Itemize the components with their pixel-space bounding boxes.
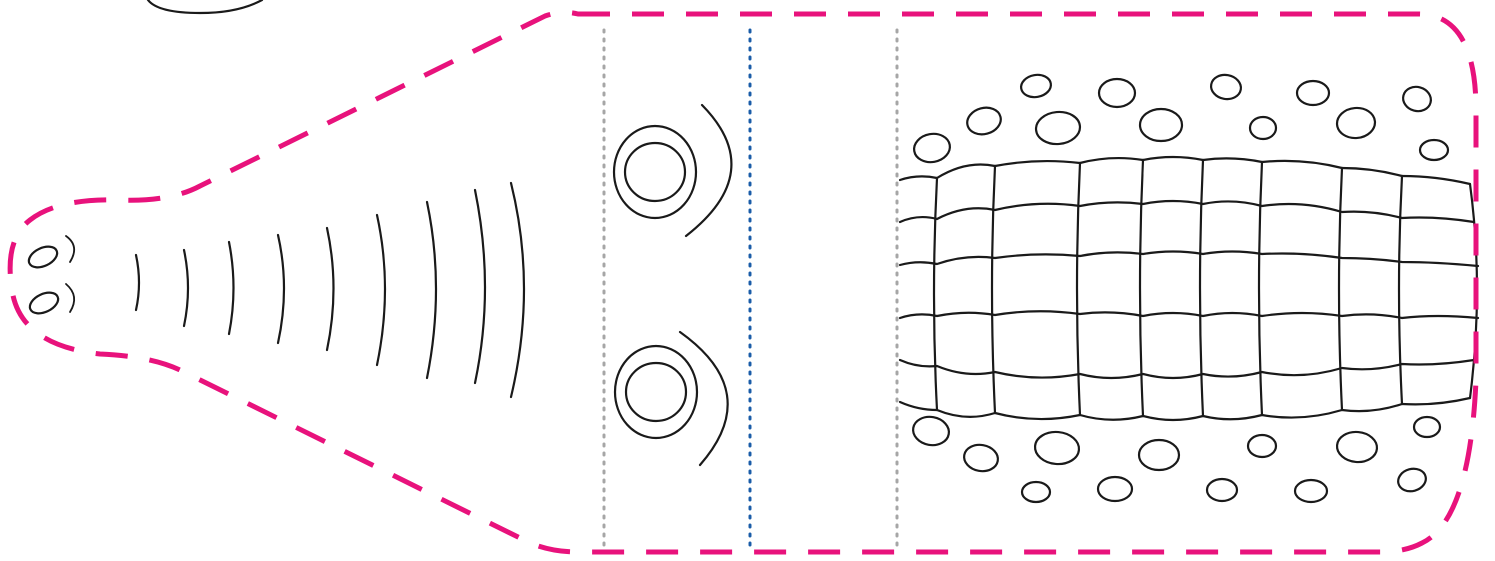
scale-bump [962,442,1000,474]
fold-lines [604,30,897,550]
scale-bump [1400,84,1433,114]
scale-bump [1420,140,1448,160]
scale-bump [1034,430,1081,466]
partial-shape-top [148,0,262,13]
cut-outline [10,12,1476,552]
eye-bottom [615,332,728,465]
scale-bump [911,414,951,448]
eye-top [614,105,731,236]
scale-bump [1207,479,1237,501]
scale-bump [912,131,952,165]
nostril-top-crease [66,236,74,262]
scale-bump [1019,73,1052,100]
nostril-bottom [27,289,62,318]
scale-bump [1209,73,1243,102]
scale-bump [1297,81,1329,105]
nostrils [26,236,75,317]
scale-bump [1336,106,1376,139]
scale-bump [1295,480,1327,502]
scale-bump [1035,110,1082,146]
scale-plates [900,157,1478,420]
snout-ridges [136,183,524,397]
scale-bump [1139,440,1179,470]
scale-bump [1099,79,1135,107]
scale-bump [1250,117,1276,139]
scale-bump [1414,417,1440,437]
scale-bump [1140,109,1182,141]
scale-bump [1336,430,1378,463]
scale-bump [1248,435,1276,457]
nostril-top [26,243,61,272]
scale-bump [1022,482,1050,502]
scale-bump [1396,466,1429,494]
nostril-bottom-crease [66,284,74,312]
scale-bump [964,104,1004,138]
scale-bump [1098,477,1132,501]
